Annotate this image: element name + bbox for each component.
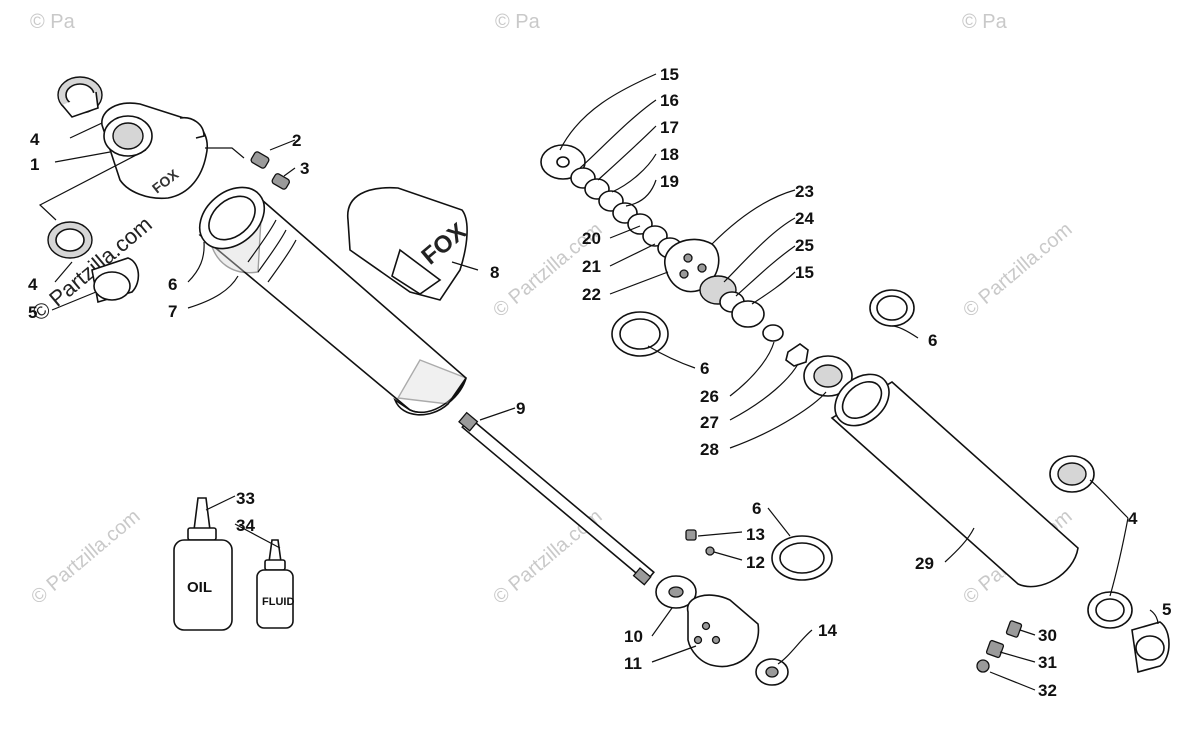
callout-6-bottom: 6 <box>752 499 761 518</box>
oil-label: OIL <box>187 579 212 596</box>
leader-lines <box>51 73 1159 691</box>
callout-21: 21 <box>582 257 601 276</box>
watermark-bottom-left: © Partzilla.com <box>27 505 144 608</box>
callout-4-lower: 4 <box>28 275 38 294</box>
shim-stack <box>540 144 809 367</box>
callout-34: 34 <box>236 516 255 535</box>
watermark-top-left: © Pa <box>30 11 76 33</box>
callout-6-left: 6 <box>168 275 177 294</box>
callout-6-right: 6 <box>928 331 937 350</box>
shock-eye-body: FOX <box>101 102 208 200</box>
bushing-lower <box>47 221 93 259</box>
callout-8: 8 <box>490 263 499 282</box>
callout-16: 16 <box>660 91 679 110</box>
sleeve-lower <box>91 257 140 304</box>
fluid-label: FLUID <box>262 596 294 608</box>
reservoir-tube <box>830 373 1170 674</box>
piston-ring-mid <box>611 311 669 357</box>
callout-31: 31 <box>1038 653 1057 672</box>
callout-15-mid: 15 <box>795 263 814 282</box>
callout-3: 3 <box>300 159 309 178</box>
callout-10: 10 <box>624 627 643 646</box>
callout-26: 26 <box>700 387 719 406</box>
callout-2: 2 <box>292 131 301 150</box>
bushing-top <box>57 76 103 118</box>
schrader-fittings <box>976 620 1023 673</box>
piston-assembly <box>655 529 833 686</box>
callout-18: 18 <box>660 145 679 164</box>
top-eye-assembly: FOX <box>38 76 290 304</box>
callout-30: 30 <box>1038 626 1057 645</box>
reservoir-cover: FOX <box>347 186 472 301</box>
callout-27: 27 <box>700 413 719 432</box>
watermark-top-center: © Pa <box>495 11 541 33</box>
leader-valve <box>205 147 245 159</box>
callout-22: 22 <box>582 285 601 304</box>
callout-32: 32 <box>1038 681 1057 700</box>
callout-4-top: 4 <box>30 130 40 149</box>
callout-13: 13 <box>746 525 765 544</box>
callout-7: 7 <box>168 302 177 321</box>
callout-14: 14 <box>818 621 837 640</box>
fitting-valve <box>250 151 290 190</box>
callout-33: 33 <box>236 489 255 508</box>
bearing-cap <box>803 355 853 397</box>
watermark-top-right: © Pa <box>962 11 1008 33</box>
callout-5-right: 5 <box>1162 600 1171 619</box>
fluid-bottle: FLUID <box>256 539 294 629</box>
callout-19: 19 <box>660 172 679 191</box>
shock-body-tube <box>198 186 468 416</box>
callout-12: 12 <box>746 553 765 572</box>
callout-6-mid: 6 <box>700 359 709 378</box>
callout-24: 24 <box>795 209 814 228</box>
callout-15-top: 15 <box>660 65 679 84</box>
callout-20: 20 <box>582 229 601 248</box>
callout-numbers: 4 1 2 3 4 5 6 7 8 9 15 16 17 18 19 20 21… <box>28 65 1171 700</box>
callout-17: 17 <box>660 118 679 137</box>
piston-shaft <box>458 411 655 586</box>
callout-1: 1 <box>30 155 39 174</box>
leader-eye-group <box>38 149 147 221</box>
callout-25: 25 <box>795 236 814 255</box>
callout-4-right: 4 <box>1128 509 1138 528</box>
callout-23: 23 <box>795 182 814 201</box>
callout-9: 9 <box>516 399 525 418</box>
callout-5-left: 5 <box>28 303 37 322</box>
callout-11: 11 <box>624 654 642 673</box>
watermarks: © Pa © Pa © Pa © Partzilla.com © Partzil… <box>27 11 1076 609</box>
piston-ring-right <box>869 289 915 327</box>
oil-bottle: OIL <box>173 497 233 631</box>
callout-29: 29 <box>915 554 934 573</box>
watermark-mid-right: © Partzilla.com <box>959 218 1076 321</box>
callout-28: 28 <box>700 440 719 459</box>
